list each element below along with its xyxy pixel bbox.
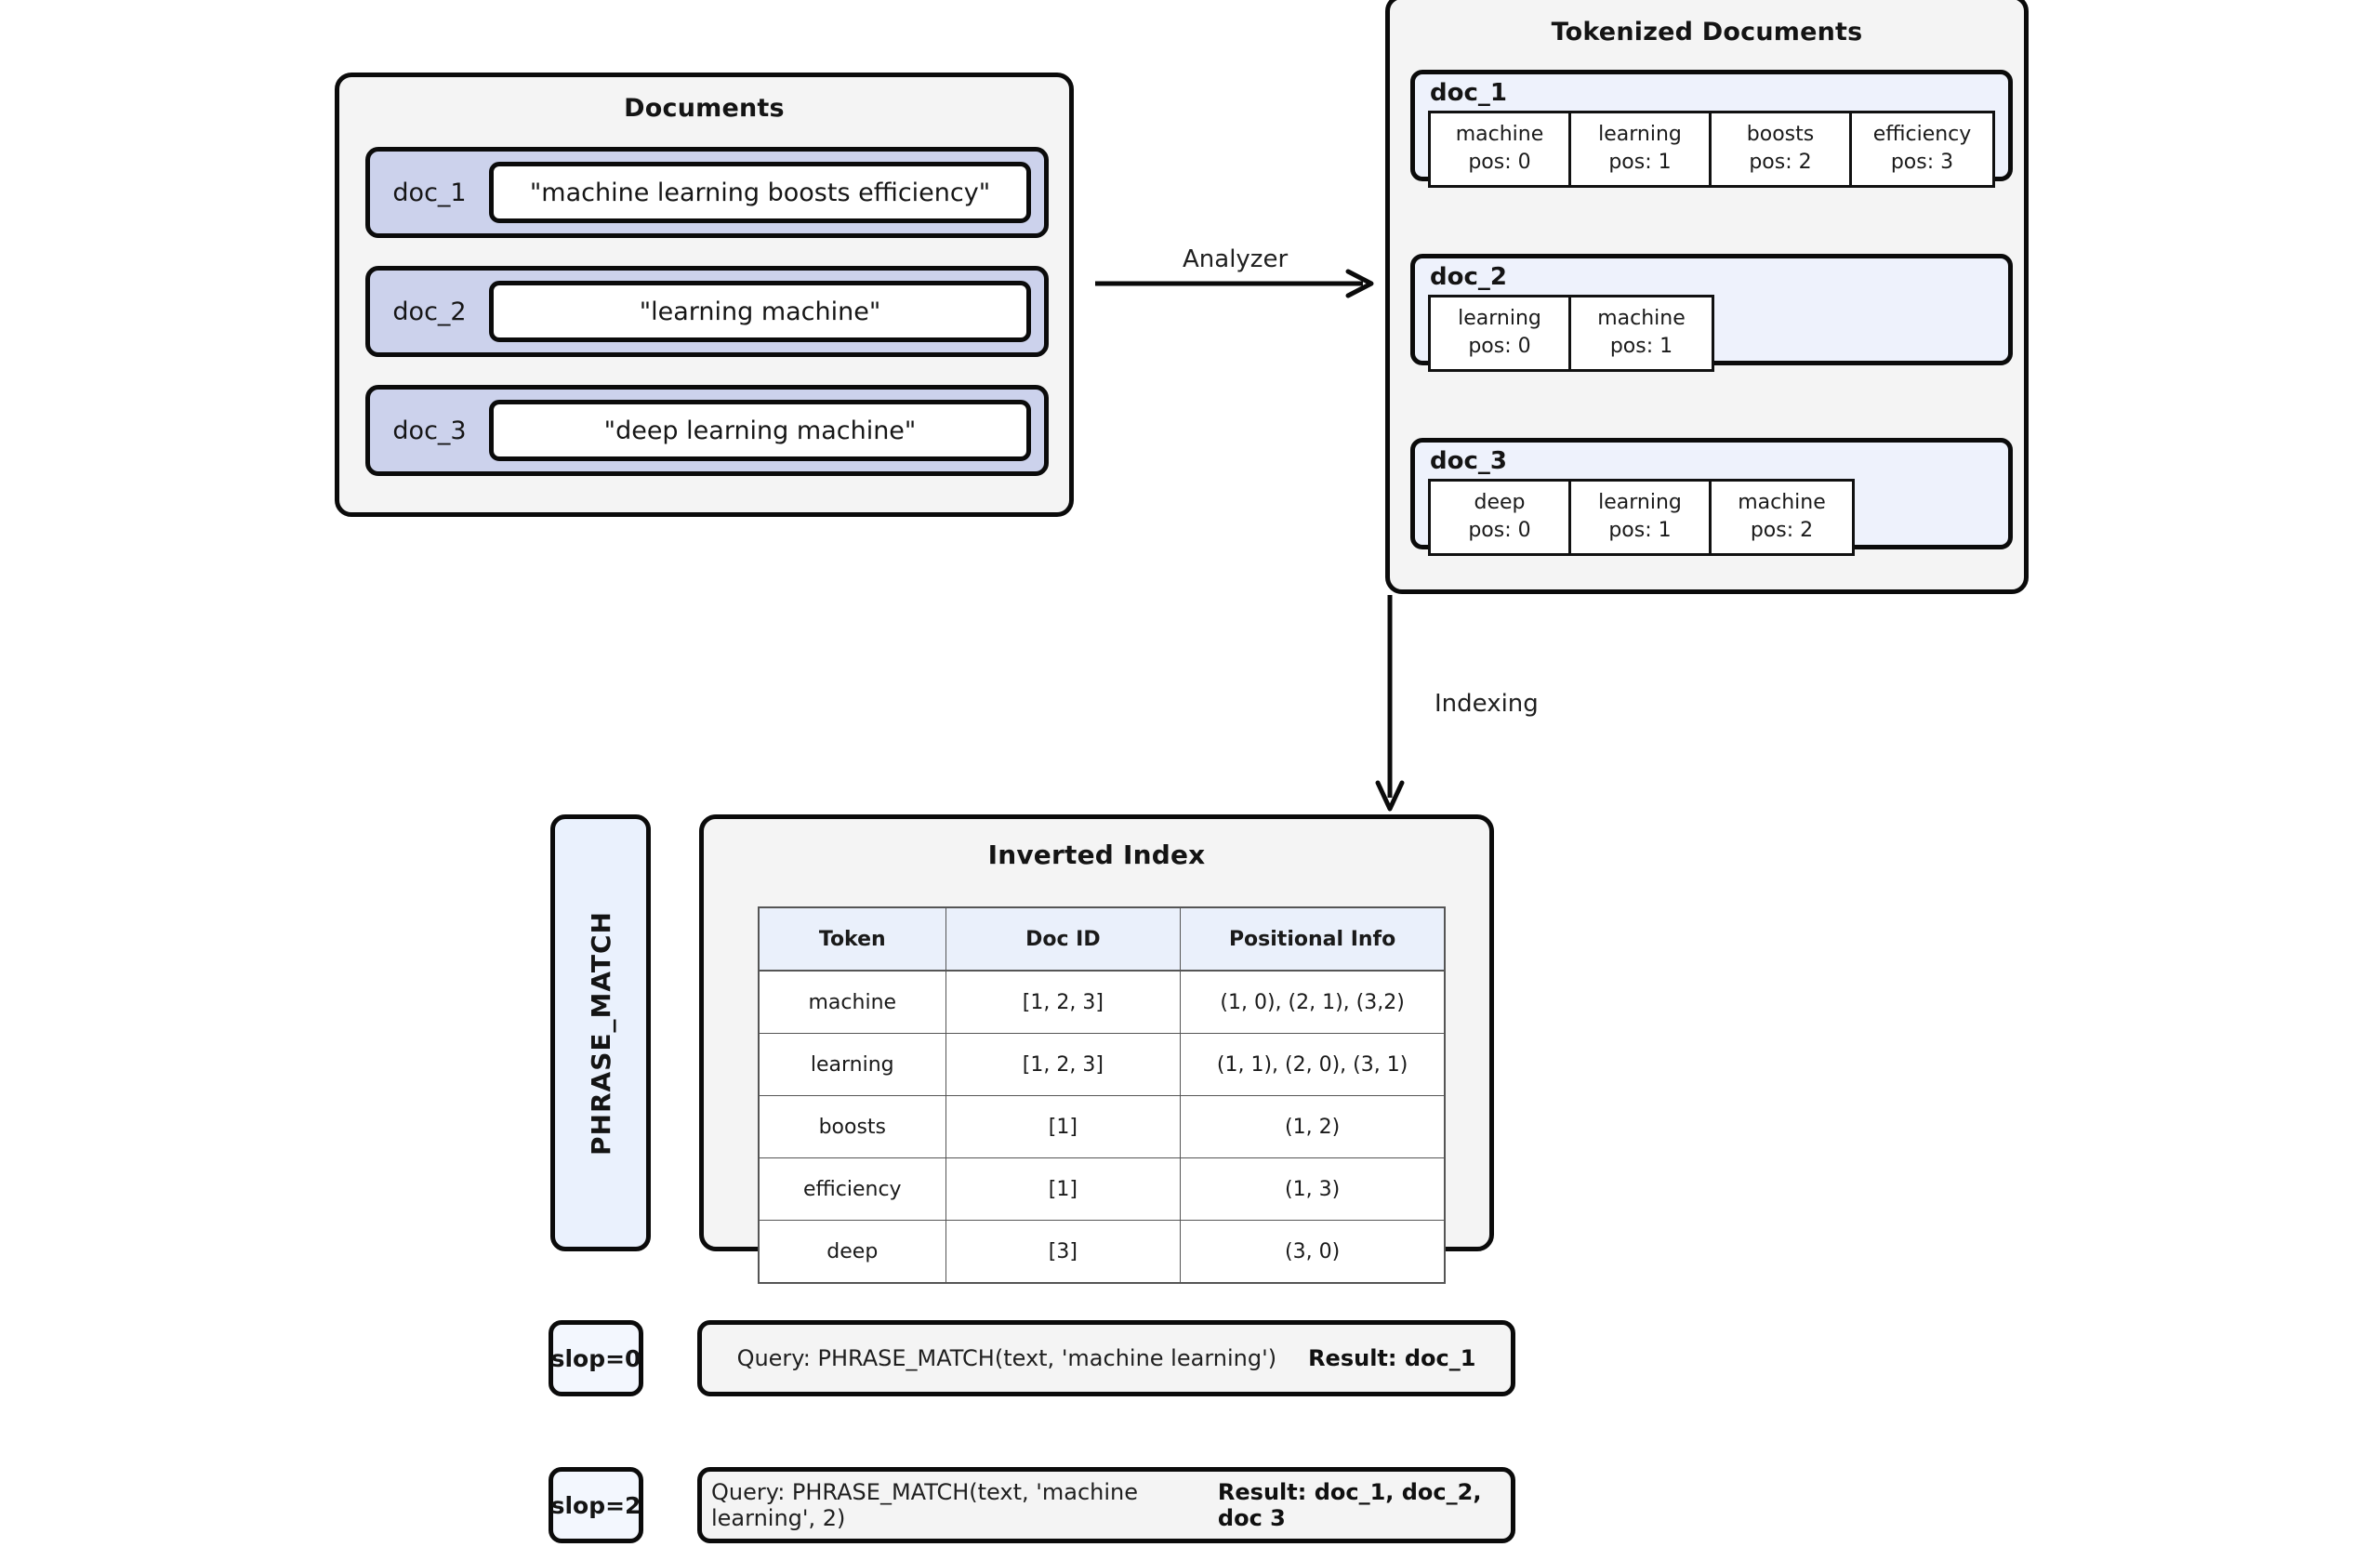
inverted-index-table: Token Doc ID Positional Info machine [1,… <box>758 906 1446 1284</box>
phrase-match-label: PHRASE_MATCH <box>585 910 616 1156</box>
document-row[interactable]: doc_1 "machine learning boosts efficienc… <box>365 147 1049 238</box>
token-cell: machine pos: 2 <box>1712 481 1852 554</box>
query-text: Query: PHRASE_MATCH(text, 'machine learn… <box>711 1479 1138 1531</box>
document-text: "machine learning boosts efficiency" <box>489 162 1031 223</box>
slop-chip[interactable]: slop=2 <box>549 1467 643 1543</box>
token-strip: machine pos: 0 learning pos: 1 boosts po… <box>1428 110 1995 189</box>
inverted-index-title: Inverted Index <box>987 840 1206 870</box>
token-position: pos: 0 <box>1468 334 1531 358</box>
cell-doc-id: [1, 2, 3] <box>945 1033 1182 1096</box>
token-position: pos: 2 <box>1750 518 1814 542</box>
cell-token: efficiency <box>758 1157 946 1221</box>
table-row: deep [3] (3, 0) <box>758 1220 1446 1284</box>
indexing-arrow-label: Indexing <box>1435 690 1539 718</box>
token-cell: machine pos: 0 <box>1431 112 1571 186</box>
token-strip: deep pos: 0 learning pos: 1 machine pos:… <box>1428 478 1855 557</box>
token-position: pos: 1 <box>1608 518 1672 542</box>
inverted-index-panel: Inverted Index Token Doc ID Positional I… <box>699 814 1494 1284</box>
column-header-positional-info: Positional Info <box>1180 906 1446 972</box>
cell-token: learning <box>758 1033 946 1096</box>
token-cell: boosts pos: 2 <box>1712 112 1852 186</box>
tokenized-document[interactable]: doc_1 machine pos: 0 learning pos: 1 boo… <box>1410 70 2013 189</box>
token-term: learning <box>1598 490 1682 514</box>
token-term: machine <box>1597 306 1686 330</box>
token-cell: efficiency pos: 3 <box>1852 112 1992 186</box>
analyzer-arrow-icon <box>1095 269 1374 298</box>
token-term: machine <box>1738 490 1826 514</box>
document-text: "learning machine" <box>489 281 1031 342</box>
table-row: efficiency [1] (1, 3) <box>758 1157 1446 1221</box>
tokenized-document-label: doc_2 <box>1430 263 1507 291</box>
token-term: efficiency <box>1872 122 1972 146</box>
token-cell: deep pos: 0 <box>1431 481 1571 554</box>
document-id-label: doc_2 <box>392 297 467 326</box>
documents-panel: Documents doc_1 "machine learning boosts… <box>335 73 1074 517</box>
token-cell: learning pos: 0 <box>1431 297 1571 370</box>
cell-positional: (1, 3) <box>1180 1157 1446 1221</box>
document-row[interactable]: doc_2 "learning machine" <box>365 266 1049 357</box>
tokenized-documents-panel: Tokenized Documents doc_1 machine pos: 0… <box>1385 0 2029 594</box>
token-term: deep <box>1474 490 1526 514</box>
column-header-token: Token <box>758 906 946 972</box>
token-term: learning <box>1598 122 1682 146</box>
token-term: learning <box>1458 306 1541 330</box>
query-text: Query: PHRASE_MATCH(text, 'machine learn… <box>736 1345 1277 1371</box>
token-strip: learning pos: 0 machine pos: 1 <box>1428 294 1714 373</box>
documents-panel-title: Documents <box>624 94 785 123</box>
token-cell: machine pos: 1 <box>1571 297 1712 370</box>
document-text: "deep learning machine" <box>489 400 1031 461</box>
table-header-row: Token Doc ID Positional Info <box>758 906 1446 972</box>
token-position: pos: 3 <box>1890 150 1954 174</box>
document-id-label: doc_3 <box>392 416 467 445</box>
query-example-box: Query: PHRASE_MATCH(text, 'machine learn… <box>697 1320 1515 1396</box>
cell-positional: (1, 1), (2, 0), (3, 1) <box>1180 1033 1446 1096</box>
document-id-label: doc_1 <box>392 178 467 207</box>
cell-doc-id: [1] <box>945 1157 1182 1221</box>
analyzer-arrow-label: Analyzer <box>1183 245 1289 273</box>
phrase-match-bar[interactable]: PHRASE_MATCH <box>550 814 651 1251</box>
token-position: pos: 1 <box>1609 334 1673 358</box>
cell-doc-id: [3] <box>945 1220 1182 1284</box>
cell-token: deep <box>758 1220 946 1284</box>
tokenized-document-label: doc_1 <box>1430 79 1507 107</box>
token-position: pos: 0 <box>1468 150 1531 174</box>
cell-positional: (3, 0) <box>1180 1220 1446 1284</box>
token-cell: learning pos: 1 <box>1571 112 1712 186</box>
indexing-arrow-icon <box>1375 595 1405 812</box>
token-cell: learning pos: 1 <box>1571 481 1712 554</box>
token-position: pos: 2 <box>1749 150 1812 174</box>
tokenized-document-label: doc_3 <box>1430 447 1507 475</box>
cell-doc-id: [1, 2, 3] <box>945 970 1182 1034</box>
document-row[interactable]: doc_3 "deep learning machine" <box>365 385 1049 476</box>
token-position: pos: 0 <box>1468 518 1531 542</box>
cell-doc-id: [1] <box>945 1095 1182 1158</box>
query-result: Result: doc_1 <box>1308 1345 1476 1371</box>
column-header-doc-id: Doc ID <box>945 906 1182 972</box>
slop-chip[interactable]: slop=0 <box>549 1320 643 1396</box>
token-term: machine <box>1455 122 1544 146</box>
cell-token: boosts <box>758 1095 946 1158</box>
cell-positional: (1, 0), (2, 1), (3,2) <box>1180 970 1446 1034</box>
table-row: machine [1, 2, 3] (1, 0), (2, 1), (3,2) <box>758 970 1446 1034</box>
cell-positional: (1, 2) <box>1180 1095 1446 1158</box>
table-row: boosts [1] (1, 2) <box>758 1095 1446 1158</box>
cell-token: machine <box>758 970 946 1034</box>
tokenized-panel-title: Tokenized Documents <box>1551 18 1863 46</box>
query-result: Result: doc_1, doc_2, doc 3 <box>1217 1479 1482 1531</box>
query-example-box: Query: PHRASE_MATCH(text, 'machine learn… <box>697 1467 1515 1543</box>
token-term: boosts <box>1746 122 1815 146</box>
table-row: learning [1, 2, 3] (1, 1), (2, 0), (3, 1… <box>758 1033 1446 1096</box>
tokenized-document[interactable]: doc_3 deep pos: 0 learning pos: 1 machin… <box>1410 438 2013 557</box>
tokenized-document[interactable]: doc_2 learning pos: 0 machine pos: 1 <box>1410 254 2013 373</box>
token-position: pos: 1 <box>1608 150 1672 174</box>
